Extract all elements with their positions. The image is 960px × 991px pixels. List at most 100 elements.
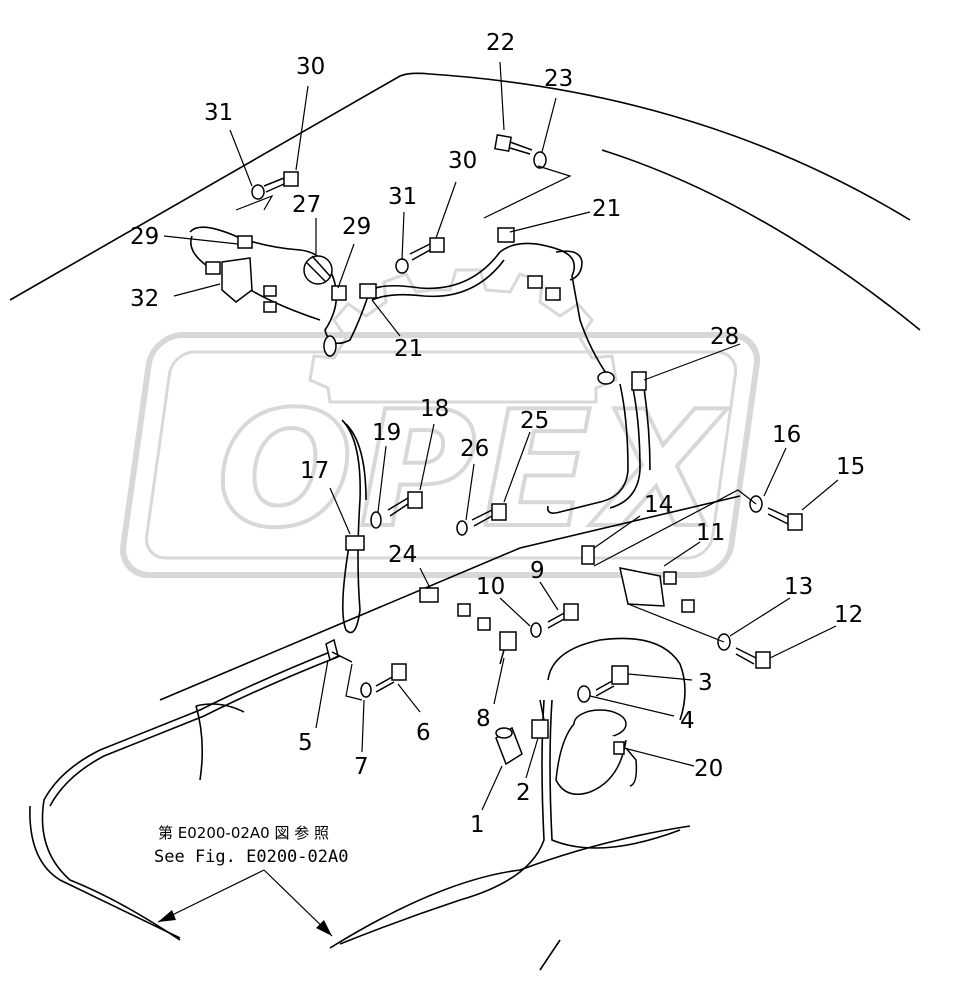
- harness-roof-loop: [555, 250, 583, 281]
- harness-right-drop-3: [549, 699, 681, 849]
- watermark-text: OPEX: [217, 376, 728, 563]
- callout-10: 10: [476, 574, 505, 600]
- part-4-washer: [577, 685, 591, 703]
- callout-3: 3: [698, 670, 713, 696]
- part-26-washer: [456, 520, 468, 536]
- harness-right-pillar: [546, 383, 629, 514]
- harness-lower-main-2: [49, 655, 341, 807]
- part-32-bracket: [205, 257, 277, 313]
- callout-32: 32: [130, 286, 159, 312]
- callout-20: 20: [694, 756, 723, 782]
- parts: [205, 134, 803, 795]
- part-18-bolt: [387, 491, 423, 517]
- part-21-connector-a: [527, 275, 543, 289]
- callout-30-left: 30: [296, 54, 325, 80]
- callout-1: 1: [470, 812, 485, 838]
- part-14-clip: [581, 545, 595, 565]
- harness-lower-main: [41, 649, 336, 941]
- part-8-clamp: [499, 631, 517, 665]
- leader-lines: [157, 61, 839, 937]
- callout-labels: 22 2 3 30 31 27 29 29 32 30 31 21 21 28 1…: [130, 30, 865, 838]
- part-9-bolt: [547, 603, 579, 629]
- harness-left-end: [29, 805, 181, 939]
- part-2-clamp: [531, 699, 549, 739]
- part-20-horn: [555, 709, 638, 795]
- part-22-bolt: [494, 134, 533, 155]
- harness-roof-run: [367, 242, 609, 377]
- harness-right-drop: [547, 637, 686, 721]
- callout-26: 26: [460, 436, 489, 462]
- roof-edge: [9, 72, 911, 301]
- window-sill-line: [159, 495, 741, 701]
- callout-11: 11: [696, 520, 725, 546]
- callout-25: 25: [520, 408, 549, 434]
- part-24-clip: [419, 587, 491, 631]
- part-31-washer-left: [251, 184, 265, 200]
- callout-30-mid: 30: [448, 148, 477, 174]
- harness-left-lamp-b: [190, 235, 321, 321]
- part-3-bolt: [595, 665, 629, 697]
- callout-31-left: 31: [204, 100, 233, 126]
- part-21-grommet: [323, 335, 337, 357]
- harness-right-pillar-3: [643, 387, 651, 471]
- harness-roof-run-2: [371, 259, 505, 301]
- reference-note: 第 E0200-02A0 図 参 照 See Fig. E0200-02A0: [154, 824, 348, 867]
- callout-21-mid: 21: [394, 336, 423, 362]
- part-30-bolt-left: [263, 171, 299, 193]
- roof-rear-edge: [601, 149, 921, 331]
- callout-22: 22: [486, 30, 515, 56]
- callout-2: 2: [516, 780, 531, 806]
- part-17-clamp: [345, 535, 365, 551]
- callout-6: 6: [416, 720, 431, 746]
- part-5-clip: [325, 638, 353, 663]
- part-10-washer: [530, 622, 542, 638]
- callout-19: 19: [372, 420, 401, 446]
- part-29-clip-left: [237, 235, 253, 249]
- part-27-lamp: [303, 255, 333, 285]
- harness-branch: [195, 703, 245, 781]
- callout-16: 16: [772, 422, 801, 448]
- reference-arrows: [158, 910, 332, 936]
- part-21-clip-b: [359, 283, 377, 299]
- callout-12: 12: [834, 602, 863, 628]
- callout-17: 17: [300, 458, 329, 484]
- part-15-bolt: [767, 507, 803, 531]
- callout-15: 15: [836, 454, 865, 480]
- callout-9: 9: [530, 558, 545, 584]
- callout-14: 14: [644, 492, 673, 518]
- callout-31-mid: 31: [388, 184, 417, 210]
- callout-29-left: 29: [130, 224, 159, 250]
- part-31-washer-mid: [395, 258, 409, 274]
- callout-8: 8: [476, 706, 491, 732]
- part-28-clip: [597, 371, 647, 391]
- callout-29-right: 29: [342, 214, 371, 240]
- callout-13: 13: [784, 574, 813, 600]
- callout-27: 27: [292, 192, 321, 218]
- part-30-bolt-mid: [409, 237, 445, 261]
- part-1-spacer: [495, 726, 523, 766]
- harness-left-pillar-2: [345, 423, 367, 501]
- part-21-clip-a: [497, 227, 515, 243]
- part-6-bolt: [375, 663, 407, 693]
- part-29-clip-right: [331, 285, 347, 301]
- callout-28: 28: [710, 324, 739, 350]
- callout-24: 24: [388, 542, 417, 568]
- harness-right-pillar-2: [609, 383, 641, 509]
- harness-bottom: [329, 825, 691, 949]
- part-11-bracket: [619, 567, 695, 613]
- watermark: OPEX: [120, 268, 761, 578]
- part-25-bolt: [471, 503, 507, 527]
- callout-21-top: 21: [592, 196, 621, 222]
- part-21-connector-b: [545, 287, 561, 301]
- part-12-bolt: [735, 647, 771, 669]
- part-23-washer: [533, 151, 547, 169]
- lower-body-curve: [539, 939, 561, 971]
- callout-4: 4: [680, 708, 695, 734]
- callout-7: 7: [354, 754, 369, 780]
- cab-outline: [9, 72, 921, 971]
- lower-harness: [29, 637, 691, 949]
- watermark-frame-inner: [144, 350, 738, 560]
- part-7-washer: [360, 682, 372, 698]
